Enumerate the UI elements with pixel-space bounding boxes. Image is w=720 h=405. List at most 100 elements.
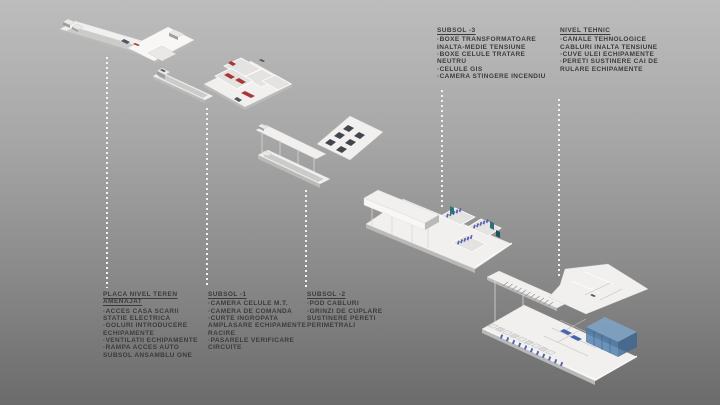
- equipment-cell: [509, 333, 521, 339]
- annotation-subsol-3: SUBSOL -3 ·BOXE TRANSFORMATOARE INALTA-M…: [437, 27, 557, 80]
- floor-plan-subsol-1: [152, 57, 293, 110]
- annotation-line: NEUTRU: [437, 58, 467, 66]
- gis-cell: [460, 239, 463, 244]
- equipment-cell: [523, 340, 535, 346]
- leader-line-nivel-tehnic: [558, 99, 560, 279]
- annotation-line: ·GOLURI INTRODUCERE: [103, 322, 188, 330]
- slab-opening: [354, 132, 365, 139]
- upper-plate: [548, 263, 649, 315]
- equipment-red-box: [133, 43, 140, 46]
- cable-cell: [536, 350, 540, 356]
- annotation-line: ·CANALE TEHNOLOGICE: [560, 36, 647, 44]
- cable-cell: [548, 356, 552, 361]
- slab-face: [153, 76, 205, 103]
- cable-tray-hatch: [538, 297, 545, 303]
- slab-face: [204, 84, 245, 110]
- gis-cell: [485, 218, 489, 224]
- equipment-dark-box: [590, 294, 596, 297]
- annotation-line: ·VENTILATII ECHIPAMENTE: [103, 337, 198, 344]
- cable-cell: [530, 347, 534, 353]
- transformer-red: [228, 61, 236, 66]
- equipment-dark-box: [160, 69, 166, 72]
- slab-face: [487, 277, 557, 311]
- annotation-line: RACIRE: [208, 329, 236, 337]
- equipment-dark-box: [234, 97, 242, 102]
- gis-cell: [457, 240, 460, 245]
- slab-opening: [345, 139, 356, 146]
- cable-tray-hatch: [547, 301, 554, 307]
- slab-face: [366, 224, 475, 273]
- leader-line-subsol-3: [441, 90, 443, 207]
- wall: [474, 242, 513, 268]
- teal-tower: [490, 221, 494, 230]
- gallery-channel: [158, 74, 208, 98]
- annotation-title: PLACA NIVEL TEREN AMENAJAT: [103, 291, 178, 306]
- annotation-title: SUBSOL -1: [208, 291, 247, 298]
- gis-cell: [455, 209, 459, 214]
- glass-enclosure-side: [618, 332, 637, 357]
- cable-cell: [512, 339, 516, 345]
- stair-box: [157, 71, 165, 79]
- equipment-dark-box: [121, 39, 130, 44]
- glass-enclosure-top: [586, 317, 637, 342]
- annotation-line: INALTA-MEDIE TENSIUNE: [437, 43, 526, 51]
- partition: [557, 330, 579, 343]
- cable-tray-hatch: [534, 295, 540, 301]
- equipment-cell: [516, 336, 528, 342]
- vent-box: [169, 33, 178, 40]
- slab-opening: [343, 125, 354, 132]
- cable-channel: [263, 153, 324, 182]
- cable-tray-hatch: [502, 281, 509, 287]
- leader-line-subsol-1: [206, 108, 208, 288]
- annotation-line: ·ACCES CASA SCARII: [103, 307, 179, 315]
- transformer-red: [235, 78, 246, 84]
- annotation-line: SUSTINERE PERETI: [307, 315, 376, 322]
- slab-opening: [325, 139, 336, 146]
- floor-plan-subsol-3: [363, 189, 513, 273]
- leader-line-placa-nivel-teren: [106, 57, 108, 288]
- annotation-placa-nivel-teren: PLACA NIVEL TEREN AMENAJAT ·ACCES CASA S…: [103, 291, 223, 359]
- annotation-line: ECHIPAMENTE: [103, 329, 155, 337]
- gis-cell: [473, 224, 476, 229]
- slab-openings-plate: [316, 115, 384, 161]
- slab-opening: [334, 132, 345, 139]
- partition: [599, 288, 623, 301]
- leader-line-subsol-2: [305, 190, 307, 288]
- slab-face: [245, 84, 292, 110]
- gis-cell: [466, 236, 470, 241]
- annotation-nivel-tehnic: NIVEL TEHNIC ·CANALE TEHNOLOGICE CABLURI…: [560, 27, 680, 73]
- annotation-title: SUBSOL -2: [307, 291, 346, 298]
- annotation-subsol-2: SUBSOL -2 ·POD CABLURI ·GRINZI DE CUPLAR…: [307, 291, 427, 330]
- cell-room: [467, 218, 502, 237]
- equipment-cell: [487, 323, 499, 329]
- equipment-cell: [545, 349, 557, 355]
- equipment-dark-box: [259, 59, 265, 62]
- annotation-title: SUBSOL -3: [437, 27, 476, 34]
- gis-cell: [482, 220, 486, 225]
- annotation-line: ·BOXE CELULE TRATARE: [437, 51, 526, 58]
- gis-cell: [479, 221, 483, 226]
- annotation-line: SUBSOL ANSAMBLU ONE: [103, 351, 193, 359]
- annotation-line: ·CAMERA STINGERE INCENDIU: [437, 72, 546, 80]
- equipment-cell: [501, 330, 513, 336]
- wall: [584, 271, 614, 285]
- cable-cell: [560, 361, 564, 367]
- annotation-line: ·GRINZI DE CUPLARE: [307, 307, 383, 315]
- equipment-blue-box: [560, 329, 572, 335]
- annotation-line: ·RAMPA ACCES AUTO: [103, 344, 180, 352]
- equipment-cell: [530, 343, 542, 349]
- cable-cell: [542, 353, 546, 359]
- annotation-line: ·CELULE GIS: [437, 65, 483, 73]
- gis-cell: [463, 237, 467, 242]
- annotation-line: CIRCUITE: [208, 344, 242, 352]
- transformer-red: [241, 91, 255, 98]
- cable-tray-hatch: [511, 285, 518, 291]
- annotation-line: RULARE ECHIPAMENTE: [560, 65, 643, 73]
- box-volume: [425, 215, 439, 230]
- gis-cell: [446, 213, 449, 218]
- partition: [584, 282, 611, 296]
- partition: [565, 318, 587, 331]
- slab-face: [258, 155, 320, 188]
- annotation-line: ·BOXE TRANSFORMATOARE: [437, 36, 537, 44]
